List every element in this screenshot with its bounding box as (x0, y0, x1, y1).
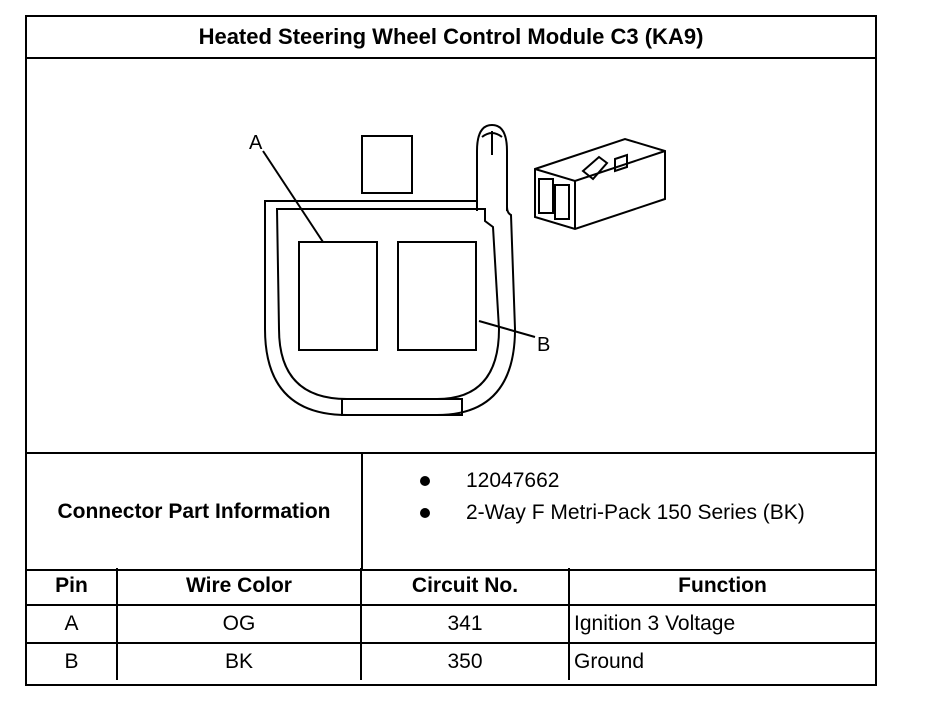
cell-function: Ignition 3 Voltage (568, 604, 875, 644)
table-row: B BK 350 Ground (27, 642, 875, 680)
connector-bottom-rail (341, 398, 463, 416)
header-wire-color: Wire Color (116, 568, 362, 606)
iso-connector-outline (534, 137, 666, 231)
cell-function: Ground (568, 642, 875, 680)
cell-circuit: 341 (360, 604, 570, 644)
connector-body-outline (264, 123, 517, 416)
connector-sheet: Heated Steering Wheel Control Module C3 … (25, 15, 877, 686)
cell-circuit: 350 (360, 642, 570, 680)
cell-pin: B (27, 642, 118, 680)
callout-b-label: B (537, 334, 550, 356)
callout-a-line (262, 150, 324, 243)
connector-drawing: A B (249, 123, 666, 416)
cell-wire-color: BK (116, 642, 362, 680)
connector-body-inner (275, 208, 501, 400)
connector-diagram: A B (27, 59, 875, 451)
connector-latch (361, 135, 413, 194)
cavity-a (298, 241, 378, 351)
page-title: Heated Steering Wheel Control Module C3 … (27, 17, 875, 59)
bullet-icon (420, 476, 430, 486)
header-pin: Pin (27, 568, 118, 606)
header-circuit-no: Circuit No. (360, 568, 570, 606)
cavity-b (397, 241, 477, 351)
table-header-row: Pin Wire Color Circuit No. Function (27, 568, 875, 606)
connector-part-info-label: Connector Part Information (27, 454, 363, 569)
lock-tab (476, 151, 508, 211)
connector-type: 2-Way F Metri-Pack 150 Series (BK) (466, 501, 805, 524)
cell-pin: A (27, 604, 118, 644)
bullet-icon (420, 508, 430, 518)
callout-b-line (478, 320, 536, 338)
pin-table: Pin Wire Color Circuit No. Function A OG… (27, 568, 875, 680)
header-function: Function (568, 568, 875, 606)
connector-part-info-list: 12047662 2-Way F Metri-Pack 150 Series (… (363, 454, 875, 569)
part-number: 12047662 (466, 469, 560, 492)
cell-wire-color: OG (116, 604, 362, 644)
table-row: A OG 341 Ignition 3 Voltage (27, 604, 875, 644)
callout-a-label: A (249, 132, 263, 154)
connector-part-info: Connector Part Information 12047662 2-Wa… (27, 452, 875, 571)
